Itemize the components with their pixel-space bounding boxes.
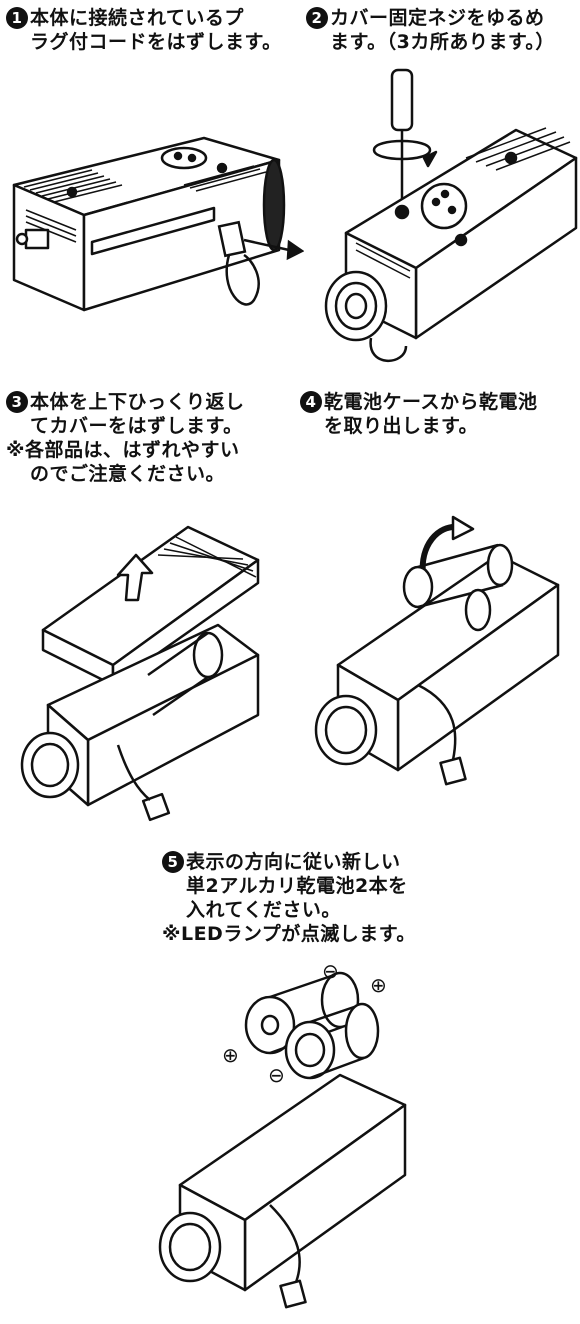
step-4-line-2: を取り出します。	[324, 415, 479, 437]
cover-removal-illustration	[20, 525, 260, 822]
camera-unplug-illustration	[12, 136, 304, 312]
plus-sign-icon: ⊕	[222, 1043, 239, 1067]
step-2-line-1: カバー固定ネジをゆるめ	[330, 7, 545, 29]
step-4-number: 4	[300, 391, 322, 413]
step-3-figure	[18, 515, 268, 835]
step-5-line-1: 表示の方向に従い新しい	[186, 851, 401, 873]
step-1-figure	[4, 130, 304, 330]
step-5-line-2: 単2アルカリ乾電池2本を	[186, 875, 408, 897]
step-5-figure: ⊖ ⊕ ⊕ ⊖	[150, 955, 420, 1315]
step-3-note-line-1: ※各部品は、はずれやすい	[6, 439, 240, 461]
minus-sign-icon: ⊖	[268, 1063, 285, 1087]
battery-insertion-illustration	[158, 971, 407, 1309]
step-4-line-1: 乾電池ケースから乾電池	[324, 391, 538, 413]
step-2-figure	[316, 68, 578, 368]
step-5-number: 5	[162, 851, 184, 873]
step-1-line-1: 本体に接続されているプ	[30, 7, 244, 29]
battery-removal-illustration	[314, 515, 560, 786]
plus-sign-icon: ⊕	[370, 973, 387, 997]
minus-sign-icon: ⊖	[322, 959, 339, 983]
step-2-line-2: ます。（3カ所あります。）	[330, 31, 555, 53]
step-4-figure	[308, 515, 570, 795]
step-1-line-2: ラグ付コードをはずします。	[30, 31, 282, 53]
step-2-number: 2	[306, 7, 328, 29]
step-3-line-2: てカバーをはずします。	[30, 415, 243, 437]
screwdriver-loosen-illustration	[324, 68, 578, 362]
step-1-number: 1	[6, 7, 28, 29]
step-3-line-1: 本体を上下ひっくり返し	[30, 391, 245, 413]
step-5-line-3: 入れてください。	[186, 899, 341, 921]
step-3-note-line-2: のでご注意ください。	[30, 463, 226, 485]
step-5-note-line-1: ※LEDランプが点滅します。	[162, 923, 416, 945]
step-3-number: 3	[6, 391, 28, 413]
